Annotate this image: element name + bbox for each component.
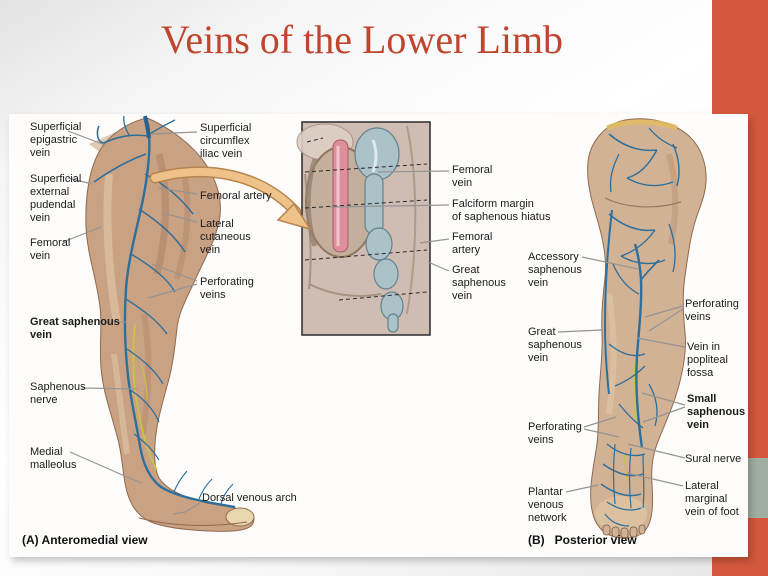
label-lateral-cutaneous-vein: Lateral cutaneous vein [200,218,251,256]
caption-anteromedial-view: (A) Anteromedial view [22,533,148,547]
label-small-saphenous-vein: Small saphenous vein [687,393,746,431]
leader-line [557,329,603,333]
leader-line [565,484,599,493]
label-medial-malleolus: Medial malleolus [30,446,77,471]
leader-line [427,261,450,272]
leader-lines [62,130,686,515]
leader-line [583,428,620,438]
label-femoral-vein-inset: Femoral vein [452,164,493,189]
label-femoral-vein-a: Femoral vein [30,237,71,262]
right-leg-illustration [587,118,707,539]
inset-illustration [296,121,431,336]
label-superficial-epigastric-vein: Superficial epigastric vein [30,121,82,159]
sage-square [744,458,768,518]
leader-line [627,443,686,459]
leader-line [642,406,686,423]
magnify-arrow [149,166,312,231]
label-plantar-venous-network: Plantar venous network [528,486,567,524]
leader-line [67,177,93,185]
label-femoral-artery-inset: Femoral artery [452,231,493,256]
leader-line [67,130,106,146]
leader-line [648,308,684,332]
caption-posterior-view: (B) Posterior view [528,533,637,547]
leader-line [150,131,198,135]
leader-line [377,170,450,173]
leader-line [172,502,201,515]
label-dorsal-venous-arch: Dorsal venous arch [202,492,297,504]
label-accessory-saphenous-vein: Accessory saphenous vein [528,251,582,289]
label-great-saphenous-vein-b: Great saphenous vein [528,326,582,364]
label-superficial-circumflex-iliac-vein: Superficial circumflex iliac vein [200,122,252,160]
label-superficial-external-pudendal-vein: Superficial external pudendal vein [30,173,82,224]
anatomy-illustration [62,115,707,539]
label-falciform-margin: Falciform margin of saphenous hiatus [452,198,551,223]
leader-line [69,451,143,484]
leader-line [329,204,450,208]
leader-line [158,187,198,195]
leader-line [151,263,198,282]
leader-line [641,392,686,406]
label-saphenous-nerve: Saphenous nerve [30,381,86,406]
leader-line [581,256,639,270]
label-femoral-artery-a: Femoral artery [200,190,272,202]
page-title: Veins of the Lower Limb [160,17,564,62]
leader-line [62,226,102,243]
label-great-saphenous-vein-inset: Great saphenous vein [452,264,506,302]
label-perforating-veins-b-right: Perforating veins [685,298,739,323]
leader-line [636,337,686,348]
label-great-saphenous-vein-a: Great saphenous vein [30,316,120,341]
leader-line [419,238,450,244]
label-sural-nerve: Sural nerve [685,453,742,465]
leader-line [81,387,138,390]
leader-line [147,283,198,299]
label-vein-in-popliteal-fossa: Vein in popliteal fossa [687,341,728,379]
label-perforating-veins-b-left: Perforating veins [528,421,582,446]
leader-line [644,305,684,318]
label-lateral-marginal-vein-of-foot: Lateral marginal vein of foot [685,480,739,518]
leader-line [583,416,617,428]
left-leg-illustration [85,115,255,532]
label-perforating-veins-a: Perforating veins [200,276,254,301]
leader-line [626,472,684,487]
leader-line [162,212,198,223]
